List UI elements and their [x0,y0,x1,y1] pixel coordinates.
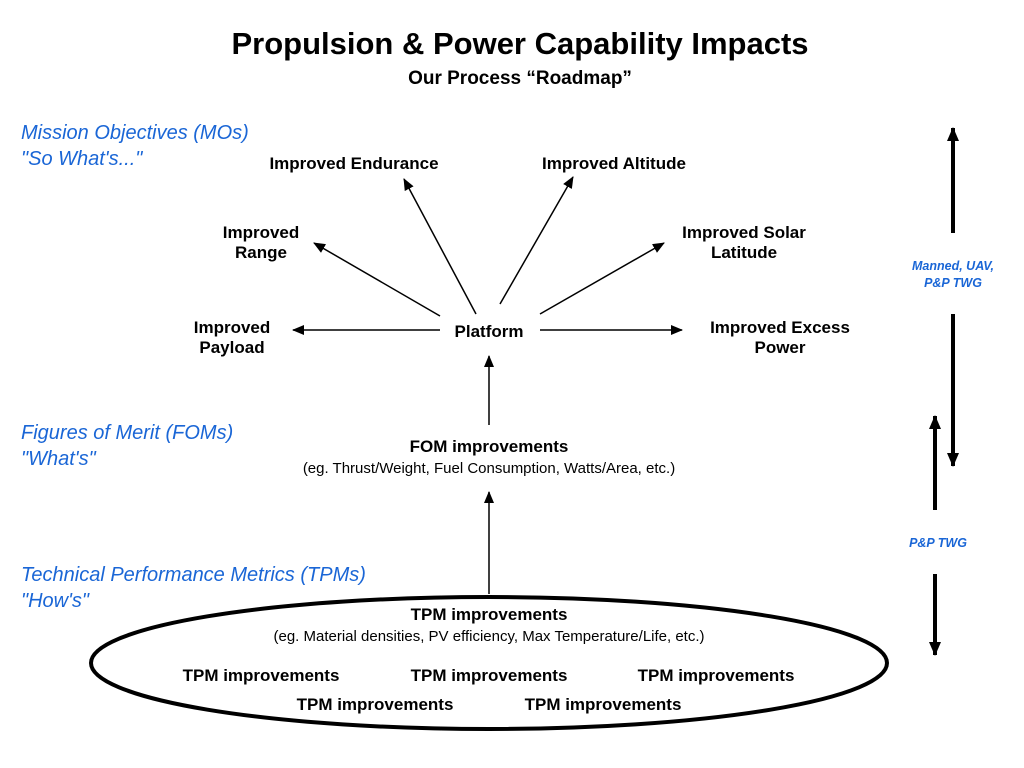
page-subtitle: Our Process “Roadmap” [408,68,632,89]
arrow-to-altitude [499,176,574,305]
node-improved-range-line1: Improved [222,223,300,242]
page-title: Propulsion & Power Capability Impacts [231,26,809,61]
twg-lower-label: P&P TWG [909,536,967,550]
tpms-label: Technical Performance Metrics (TPMs) "Ho… [21,562,366,614]
node-platform: Platform [454,322,524,341]
tpms-label-line1: Technical Performance Metrics (TPMs) [21,564,366,586]
foms-label-line1: Figures of Merit (FOMs) [21,422,234,444]
node-improved-excess-line1: Improved Excess [710,318,850,337]
mos-label-line2: "So What's..." [21,148,143,170]
twg-upper-line1: Manned, UAV, [912,259,994,273]
node-improved-excess-power: Improved Excess Power [680,318,880,358]
arrow-to-solar [539,242,665,315]
tpm-heading: TPM improvements [410,605,568,624]
twg-upper-label: Manned, UAV, P&P TWG [893,258,1013,292]
tpm-item: TPM improvements [410,666,568,685]
node-improved-payload-line2: Payload [199,338,265,357]
tpm-ellipse [89,595,889,731]
node-improved-solar-line2: Latitude [710,243,778,262]
tpm-item: TPM improvements [637,666,795,685]
node-improved-solar-latitude: Improved Solar Latitude [654,223,834,263]
node-improved-range: Improved Range [191,223,331,263]
arrow-to-endurance [403,178,477,315]
node-improved-range-line2: Range [235,243,287,262]
node-improved-payload-line1: Improved [193,318,271,337]
node-improved-payload: Improved Payload [162,318,302,358]
node-improved-endurance: Improved Endurance [269,154,439,173]
foms-label: Figures of Merit (FOMs) "What's" [21,420,233,472]
tpm-item: TPM improvements [524,695,682,714]
arrow-to-range [313,242,441,317]
tpms-label-line2: "How's" [21,590,90,612]
node-improved-excess-line2: Power [754,338,806,357]
tpm-item: TPM improvements [182,666,340,685]
tpm-item: TPM improvements [296,695,454,714]
node-improved-altitude: Improved Altitude [542,154,686,173]
foms-label-line2: "What's" [21,448,96,470]
mos-label-line1: Mission Objectives (MOs) [21,122,249,144]
tpm-examples: (eg. Material densities, PV efficiency, … [273,628,705,645]
twg-upper-line2: P&P TWG [924,276,982,290]
mos-label: Mission Objectives (MOs) "So What's..." [21,120,249,172]
fom-heading: FOM improvements [409,437,569,456]
fom-examples: (eg. Thrust/Weight, Fuel Consumption, Wa… [302,460,676,477]
node-improved-solar-line1: Improved Solar [682,223,806,242]
